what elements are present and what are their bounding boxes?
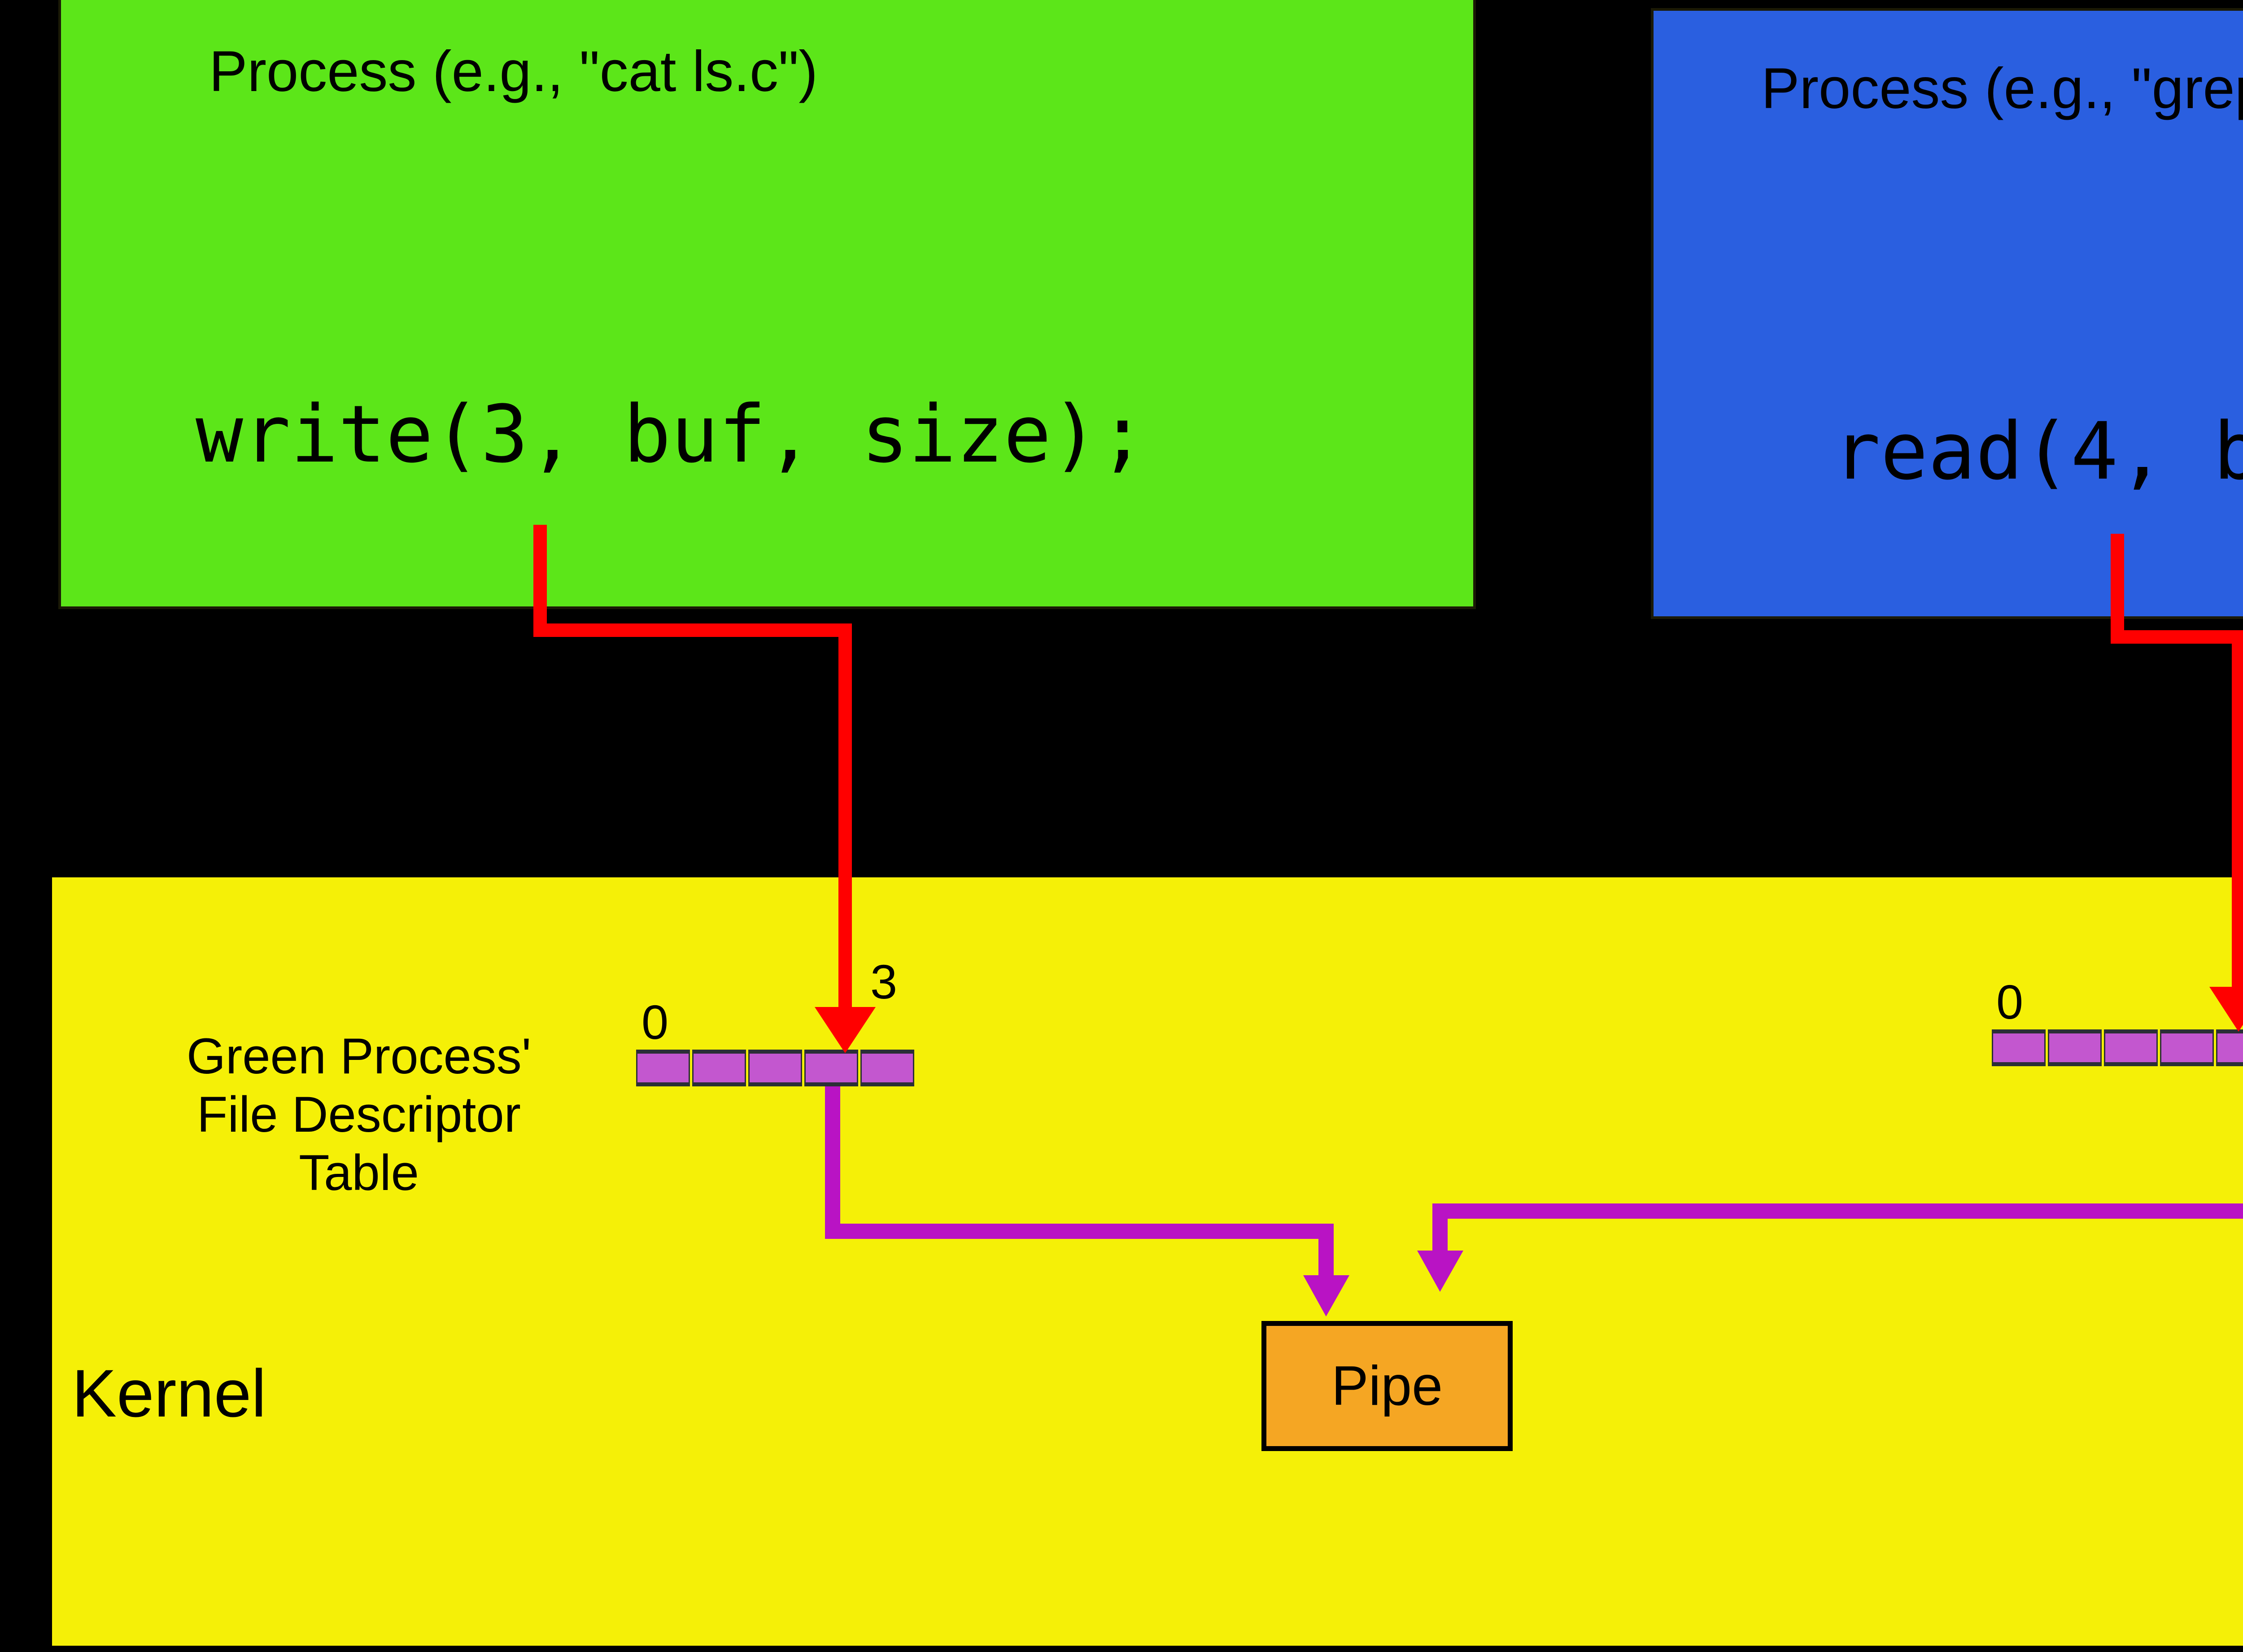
pipe-box: Pipe [1261,1321,1513,1451]
fd-cell[interactable] [2216,1029,2243,1066]
fd-cell[interactable] [804,1050,858,1086]
fd-cell[interactable] [2048,1029,2102,1066]
green-fd-index-first: 0 [641,995,669,1049]
fd-cell[interactable] [1992,1029,2046,1066]
blue-fd-table [1992,1029,2243,1066]
green-fd-table [636,1050,916,1086]
kernel-box [49,875,2243,1648]
blue-fd-index-first: 0 [1996,975,2024,1029]
fd-cell[interactable] [748,1050,802,1086]
fd-cell[interactable] [692,1050,746,1086]
blue-process-title: Process (e.g., "grep main") [1761,57,2243,121]
blue-process-syscall: read(4, buf, size); [1833,405,2243,497]
green-fd-index-highlighted: 3 [870,955,898,1009]
fd-cell[interactable] [2160,1029,2214,1066]
fd-cell[interactable] [2104,1029,2158,1066]
green-process-syscall: write(3, buf, size); [196,388,1147,480]
green-process-title: Process (e.g., "cat ls.c") [209,39,818,104]
pipe-label: Pipe [1331,1355,1443,1417]
kernel-label: Kernel [72,1356,266,1431]
blue-process-box: Process (e.g., "grep main") read(4, buf,… [1651,8,2243,619]
fd-cell[interactable] [860,1050,914,1086]
fd-cell[interactable] [636,1050,690,1086]
green-process-box: Process (e.g., "cat ls.c") write(3, buf,… [58,0,1476,609]
